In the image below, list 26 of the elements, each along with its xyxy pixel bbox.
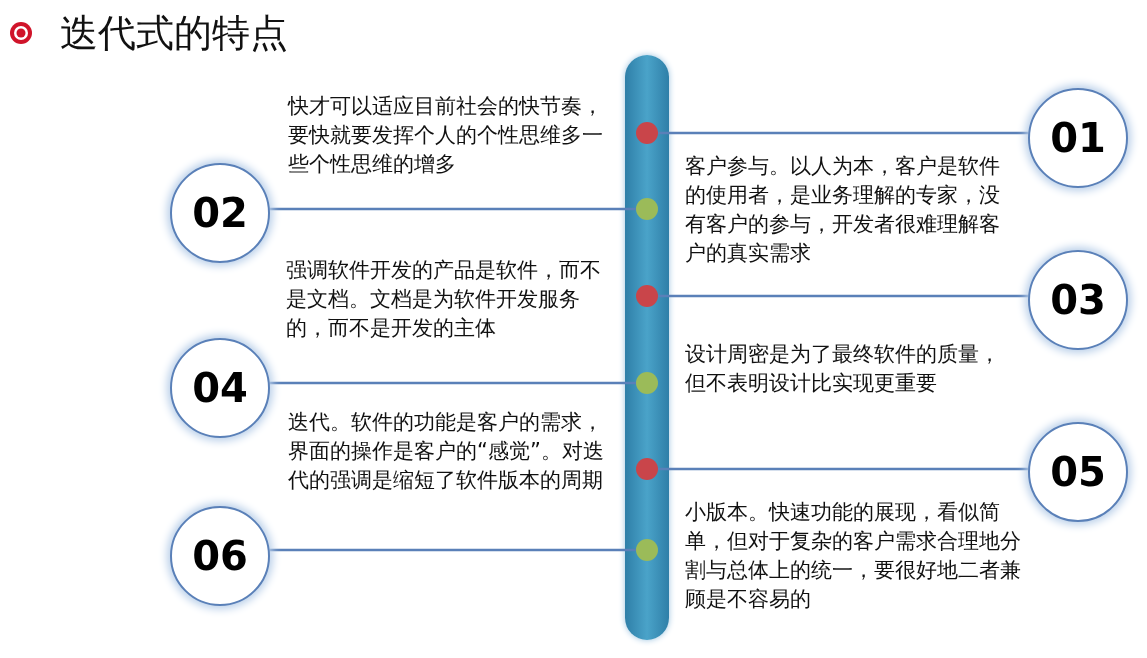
timeline-bar [625,55,669,640]
number-circle: 02 [170,163,270,263]
description-text: 快才可以适应目前社会的快节奏，要快就要发挥个人的个性思维多一些个性思维的增多 [288,93,604,178]
timeline-dot [636,372,658,394]
description-text: 设计周密是为了最终软件的质量，但不表明设计比实现更重要 [685,341,1001,397]
description-text: 强调软件开发的产品是软件，而不是文档。文档是为软件开发服务的，而不是开发的主体 [286,257,602,342]
number-circle: 06 [170,506,270,606]
description-text: 迭代。软件的功能是客户的需求，界面的操作是客户的“感觉”。对迭代的强调是缩短了软件版本的周期 [288,409,605,494]
timeline-dot [636,458,658,480]
description-text: 客户参与。以人为本，客户是软件的使用者，是业务理解的专家，没有客户的参与，开发者很难理解客户的真实需求 [685,153,1001,267]
number-circle: 03 [1028,250,1128,350]
description-text: 小版本。快速功能的展现，看似简单，但对于复杂的客户需求合理地分割与总体上的统一，要很好地二者兼顾是不容易的 [685,499,1022,613]
number-circle: 04 [170,338,270,438]
connector-line [658,467,1029,471]
connector-line [269,381,636,385]
connector-line [658,294,1029,298]
connector-line [658,131,1029,135]
timeline-dot [636,285,658,307]
connector-line [269,207,636,211]
timeline-dot [636,539,658,561]
title: 迭代式的特点 [60,10,288,57]
timeline-dot [636,198,658,220]
number-circle: 05 [1028,422,1128,522]
connector-line [269,548,636,552]
timeline-dot [636,122,658,144]
number-circle: 01 [1028,88,1128,188]
